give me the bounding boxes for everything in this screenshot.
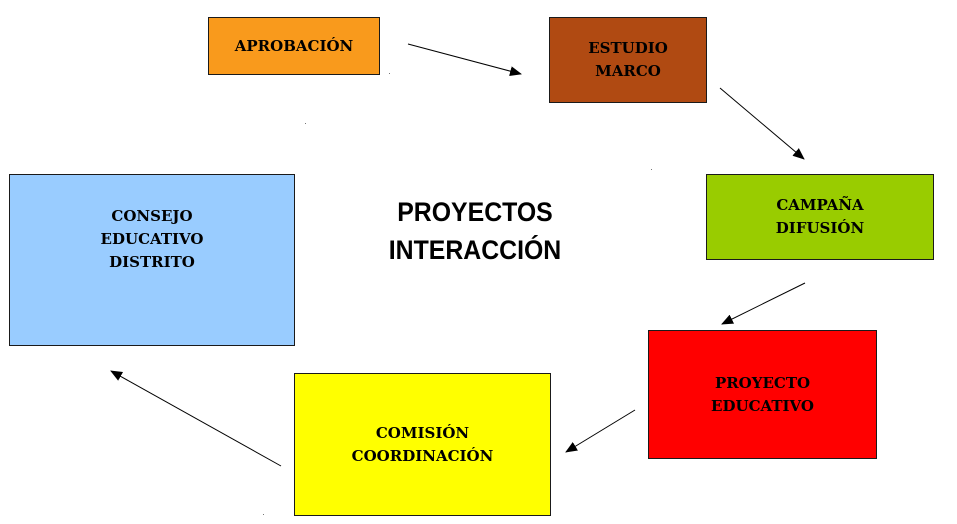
node-aprobacion-label: APROBACIÓN (234, 36, 354, 55)
diagram-title: PROYECTOS INTERACCIÓN (388, 197, 562, 265)
arrow-estudio-to-campana (719, 87, 805, 160)
node-consejo-educativo-distrito: CONSEJO EDUCATIVO DISTRITO (9, 174, 295, 346)
node-proyecto-educativo: PROYECTO EDUCATIVO (648, 330, 877, 459)
node-consejo-educativo-distrito-label: CONSEJO EDUCATIVO DISTRITO (100, 207, 204, 271)
node-proyecto-educativo-label: PROYECTO EDUCATIVO (711, 373, 814, 415)
arrow-proyecto-to-comision (565, 409, 636, 453)
node-estudio-marco-label: ESTUDIO MARCO (588, 39, 668, 80)
speck (305, 123, 306, 124)
speck (263, 514, 264, 515)
node-comision-coordinacion-label: COMISIÓN COORDINACIÓN (351, 423, 494, 465)
node-campana-difusion-label: CAMPAÑA DIFUSIÓN (775, 196, 865, 237)
node-estudio-marco: ESTUDIO MARCO (549, 17, 707, 103)
node-campana-difusion: CAMPAÑA DIFUSIÓN (706, 174, 934, 260)
arrow-aprobacion-to-estudio (407, 43, 522, 77)
node-comision-coordinacion: COMISIÓN COORDINACIÓN (294, 373, 551, 516)
speck (389, 73, 390, 74)
node-aprobacion: APROBACIÓN (208, 17, 380, 75)
arrow-comision-to-consejo (110, 370, 282, 467)
speck (651, 169, 652, 170)
arrow-campana-to-proyecto (721, 282, 806, 325)
